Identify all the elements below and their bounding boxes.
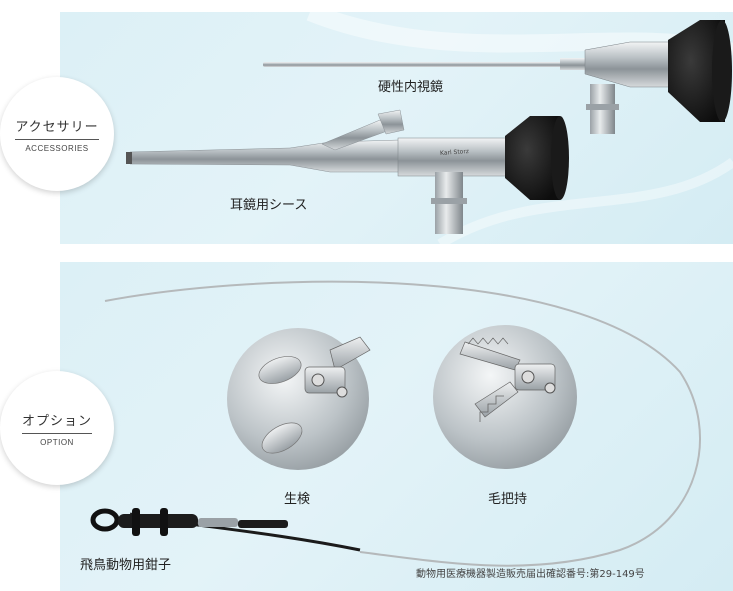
biopsy-label: 生検 [284,492,311,507]
grasping-forceps-image [433,325,577,469]
accessories-illustration [126,12,733,244]
option-badge: オプション OPTION [0,371,114,485]
option-illustration [90,280,701,567]
rigid-endoscope-image [263,20,732,134]
accessories-badge: アクセサリー ACCESSORIES [0,77,114,191]
forceps-handle-image [90,508,361,552]
registration-note: 動物用医療機器製造販売届出確認番号:第29-149号 [416,569,645,580]
grasping-label: 毛把持 [488,492,528,507]
ear-sheath-image [126,109,569,234]
option-badge-title: オプション [21,410,92,434]
accessories-panel: 硬性内視鏡 耳鏡用シース Karl Storz [60,12,733,244]
rigid-endoscope-label: 硬性内視鏡 [378,80,444,95]
biopsy-forceps-image [227,328,371,470]
accessories-badge-subtitle: ACCESSORIES [25,143,89,153]
option-badge-subtitle: OPTION [40,437,74,447]
forceps-label: 飛鳥動物用鉗子 [80,558,172,573]
option-panel: 生検 毛把持 飛鳥動物用鉗子 動物用医療機器製造販売届出確認番号:第29-149… [60,262,733,591]
background-swoosh [437,157,733,244]
ear-sheath-label: 耳鏡用シース [230,198,308,213]
forceps-wire [104,280,701,567]
accessories-badge-title: アクセサリー [15,116,99,140]
